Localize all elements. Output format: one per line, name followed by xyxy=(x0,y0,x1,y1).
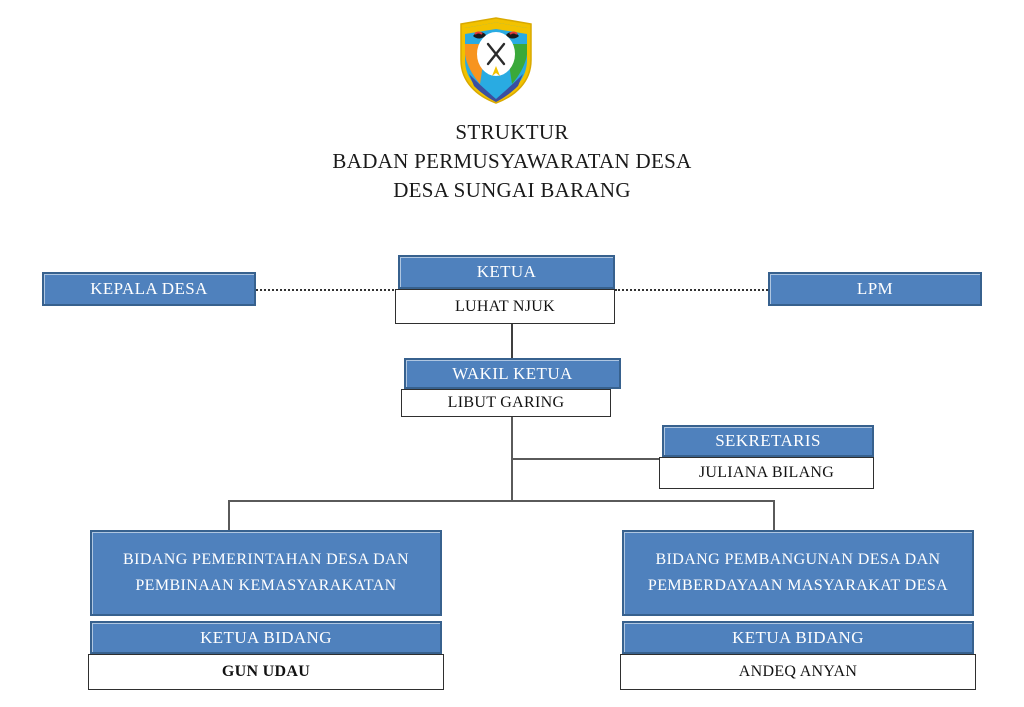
wakil-ketua-name: LIBUT GARING xyxy=(401,389,611,417)
node-kepala-desa[interactable]: KEPALA DESA xyxy=(42,272,256,306)
bidang-kiri-name: GUN UDAU xyxy=(88,654,444,690)
node-bidang-kanan-role[interactable]: KETUA BIDANG xyxy=(622,621,974,654)
sekretaris-title: SEKRETARIS xyxy=(662,425,874,457)
connector-drop-left-department xyxy=(228,500,230,530)
connector-ketua-to-wakil-ketua xyxy=(511,324,513,358)
node-lpm[interactable]: LPM xyxy=(768,272,982,306)
connector-distribution-bar xyxy=(228,500,775,502)
node-bidang-pemerintahan-desa[interactable]: BIDANG PEMERINTAHAN DESA DAN PEMBINAAN K… xyxy=(90,530,442,616)
connector-trunk-to-sekretaris xyxy=(511,458,663,460)
title-line-2: BADAN PERMUSYAWARATAN DESA xyxy=(332,149,692,173)
kepala-desa-title: KEPALA DESA xyxy=(42,272,256,306)
bidang-kanan-title-line-2: PEMBERDAYAAN MASYARAKAT DESA xyxy=(647,577,949,594)
bidang-kanan-title: BIDANG PEMBANGUNAN DESA DAN PEMBERDAYAAN… xyxy=(622,530,974,616)
connector-ketua-to-lpm xyxy=(615,289,768,291)
bidang-kiri-title-line-1: BIDANG PEMERINTAHAN DESA DAN xyxy=(123,551,409,568)
node-ketua[interactable]: KETUA xyxy=(398,255,615,289)
node-bidang-kanan-name-box[interactable]: ANDEQ ANYAN xyxy=(620,654,976,690)
chart-title: STRUKTUR BADAN PERMUSYAWARATAN DESA DESA… xyxy=(0,118,1024,205)
bidang-kiri-title-line-2: PEMBINAAN KEMASYARAKATAN xyxy=(135,577,397,594)
connector-drop-right-department xyxy=(773,500,775,530)
ketua-name: LUHAT NJUK xyxy=(395,289,615,324)
bidang-kanan-name: ANDEQ ANYAN xyxy=(620,654,976,690)
lpm-title: LPM xyxy=(768,272,982,306)
node-bidang-kiri-name-box[interactable]: GUN UDAU xyxy=(88,654,444,690)
wakil-ketua-title: WAKIL KETUA xyxy=(404,358,621,389)
bidang-kiri-role: KETUA BIDANG xyxy=(90,621,442,654)
node-wakil-ketua[interactable]: WAKIL KETUA xyxy=(404,358,621,389)
title-line-1: STRUKTUR xyxy=(455,120,569,144)
title-line-3: DESA SUNGAI BARANG xyxy=(393,178,631,202)
node-ketua-name-box[interactable]: LUHAT NJUK xyxy=(395,289,615,324)
connector-kepala-desa-to-ketua xyxy=(256,289,398,291)
ketua-title: KETUA xyxy=(398,255,615,289)
node-sekretaris-name-box[interactable]: JULIANA BILANG xyxy=(659,457,874,489)
node-bidang-pembangunan-desa[interactable]: BIDANG PEMBANGUNAN DESA DAN PEMBERDAYAAN… xyxy=(622,530,974,616)
bidang-kanan-role: KETUA BIDANG xyxy=(622,621,974,654)
regional-crest-emblem-icon xyxy=(455,14,537,106)
node-sekretaris[interactable]: SEKRETARIS xyxy=(662,425,874,457)
sekretaris-name: JULIANA BILANG xyxy=(659,457,874,489)
bidang-kiri-title: BIDANG PEMERINTAHAN DESA DAN PEMBINAAN K… xyxy=(90,530,442,616)
bidang-kanan-title-line-1: BIDANG PEMBANGUNAN DESA DAN xyxy=(655,551,941,568)
node-wakil-ketua-name-box[interactable]: LIBUT GARING xyxy=(401,389,611,417)
node-bidang-kiri-role[interactable]: KETUA BIDANG xyxy=(90,621,442,654)
